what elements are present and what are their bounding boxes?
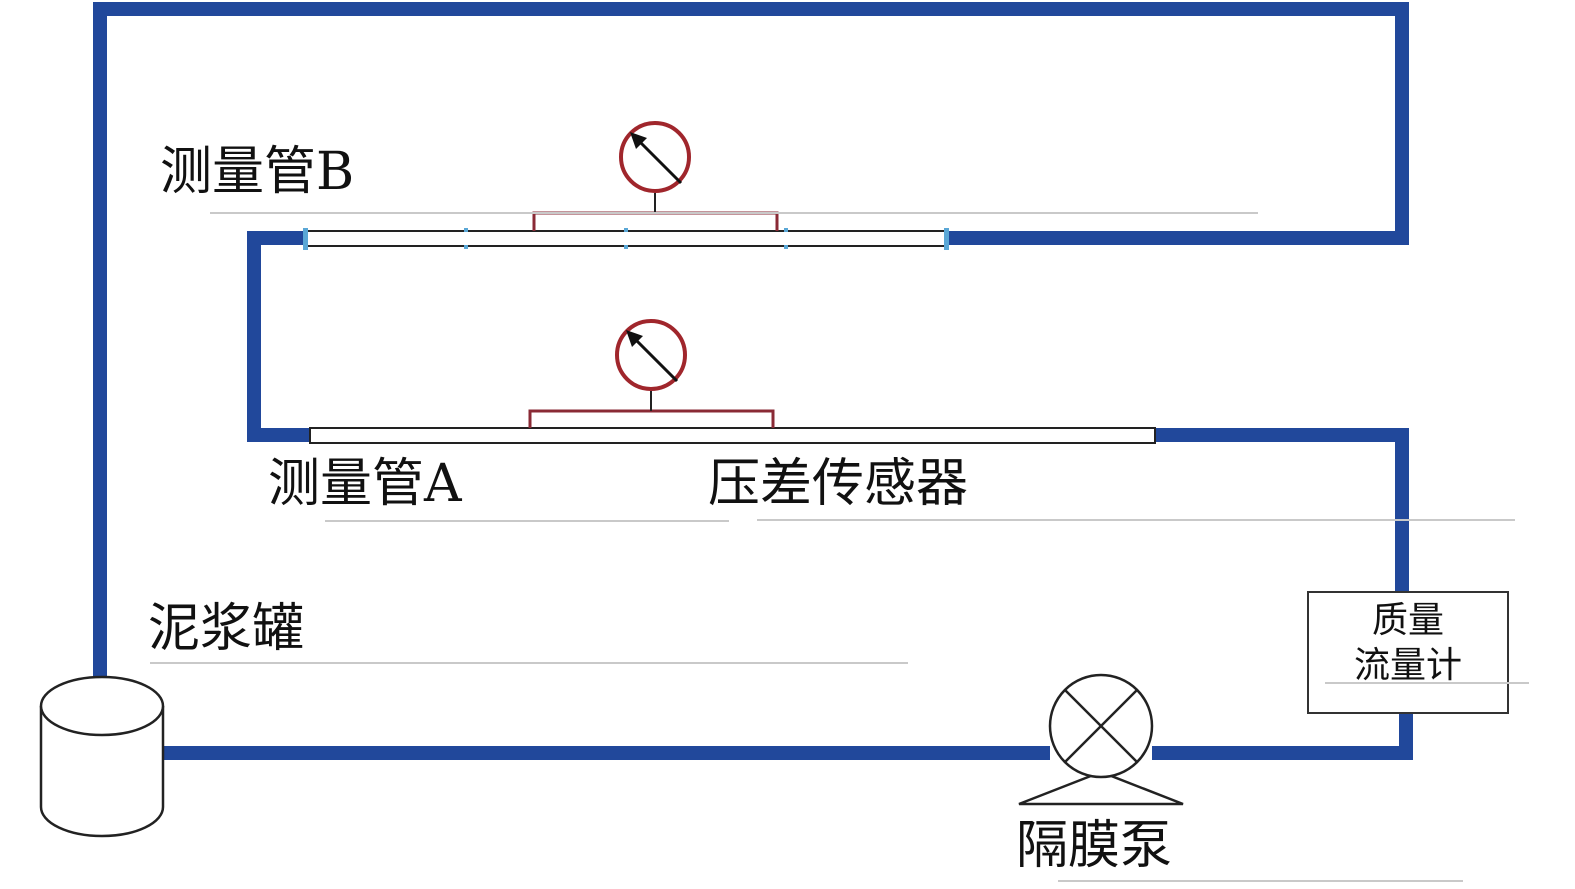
mass-flowmeter-box	[1307, 591, 1509, 714]
pipe-flowmeter-to-pump	[1152, 712, 1413, 760]
sensor-a-bracket	[528, 409, 775, 428]
flowmeter-label-underline	[1325, 682, 1529, 684]
measurement-tube-a	[309, 427, 1156, 444]
tube-b-label-underline	[210, 212, 1258, 214]
pipe-tube-b-to-tube-a	[247, 231, 312, 442]
tube-b-label: 测量管B	[160, 142, 355, 202]
tube-a-label-underline	[325, 520, 729, 522]
diaphragm-pump-label: 隔膜泵	[1016, 816, 1173, 876]
tube-b-joint-markers	[303, 228, 949, 250]
mud-tank-label: 泥浆罐	[148, 599, 305, 659]
mud-tank-icon	[39, 675, 165, 838]
pipe-tube-a-to-flowmeter	[1154, 428, 1409, 596]
flowmeter-label-line1: 质量	[1371, 600, 1444, 641]
mass-flowmeter-label: 质量 流量计	[1310, 598, 1506, 688]
diaphragm-pump-icon	[1018, 673, 1184, 806]
pipe-loop	[93, 2, 1413, 760]
tank-label-underline	[150, 662, 908, 664]
pipe-tank-to-top	[93, 2, 1409, 680]
measurement-tube-b	[303, 228, 949, 250]
pressure-sensor-a	[528, 319, 775, 428]
sensor-label-underline	[757, 519, 1515, 521]
pump-label-underline	[1058, 880, 1463, 882]
tube-a-label: 测量管A	[268, 454, 462, 514]
pressure-sensor-label: 压差传感器	[708, 454, 969, 514]
gauge-b-needle	[637, 139, 683, 185]
gauge-a-needle-tip	[626, 330, 643, 347]
flowmeter-label-line2: 流量计	[1353, 645, 1462, 686]
pressure-sensor-b	[532, 121, 779, 231]
sensor-b-bracket	[532, 211, 779, 231]
gauge-b-needle-tip	[630, 132, 647, 149]
gauge-a-needle	[633, 337, 679, 383]
